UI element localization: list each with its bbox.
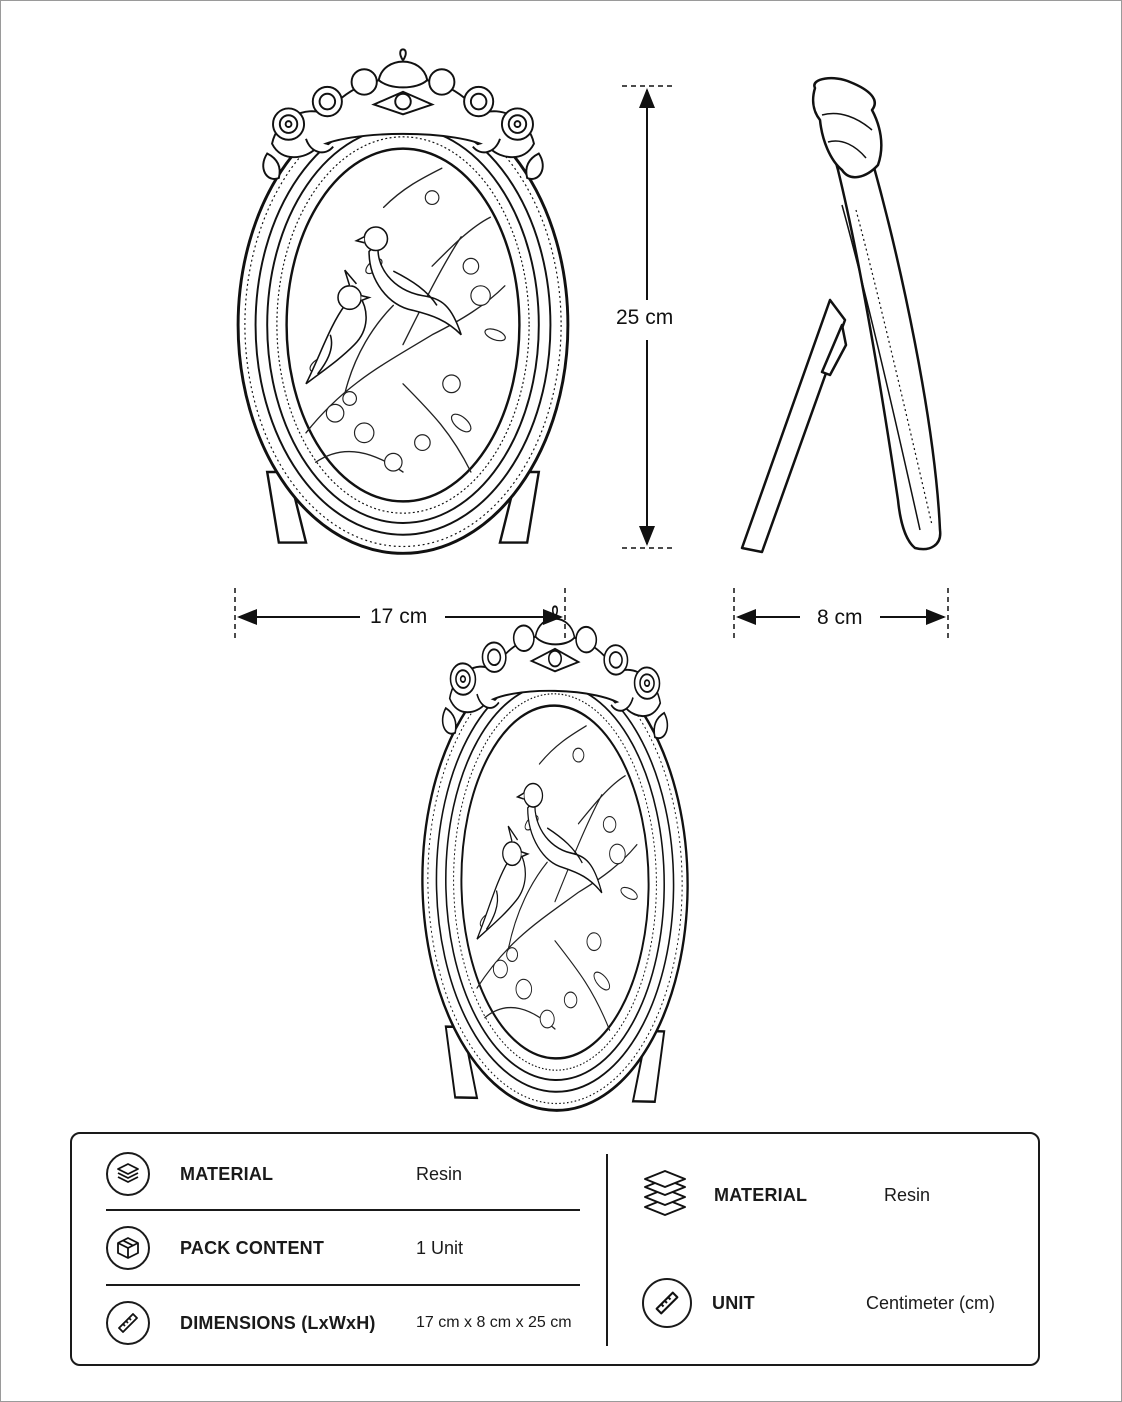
divider [106,1209,580,1211]
layers-icon [638,1168,692,1222]
spec-value: Resin [884,1184,931,1205]
ruler-icon [642,1278,692,1328]
width-label: 17 cm [366,605,432,629]
box-icon [106,1226,150,1270]
spec-row-material-right: MATERIAL Resin [638,1168,930,1222]
spec-table: MATERIAL Resin PACK CONTENT 1 Unit DIMEN… [70,1132,1040,1366]
spec-value: 1 Unit [416,1237,464,1258]
spec-value: 17 cm x 8 cm x 25 cm [416,1314,572,1331]
spec-label: PACK CONTENT [180,1237,325,1258]
spec-label: MATERIAL [180,1163,274,1184]
frame-perspective-view [420,601,690,1115]
height-label: 25 cm [612,306,678,330]
layers-icon [106,1152,150,1196]
spec-label: DIMENSIONS (LxWxH) [180,1312,376,1333]
divider [106,1284,580,1286]
depth-dimension [733,588,949,638]
spec-value: Resin [416,1163,463,1184]
height-dimension [622,85,672,549]
spec-label: MATERIAL [714,1184,808,1205]
spec-label: UNIT [712,1292,755,1313]
width-dimension [234,588,566,638]
frame-side-view [740,76,942,554]
spec-row-dimensions: DIMENSIONS (LxWxH) 17 cm x 8 cm x 25 cm [106,1301,572,1345]
column-divider [606,1154,608,1346]
frame-front-view [236,47,570,555]
spec-row-material: MATERIAL Resin [106,1152,462,1196]
depth-label: 8 cm [813,606,867,630]
spec-row-unit: UNIT Centimeter (cm) [642,1278,995,1328]
spec-value: Centimeter (cm) [866,1292,996,1313]
spec-row-pack-content: PACK CONTENT 1 Unit [106,1226,463,1270]
ruler-icon [106,1301,150,1345]
